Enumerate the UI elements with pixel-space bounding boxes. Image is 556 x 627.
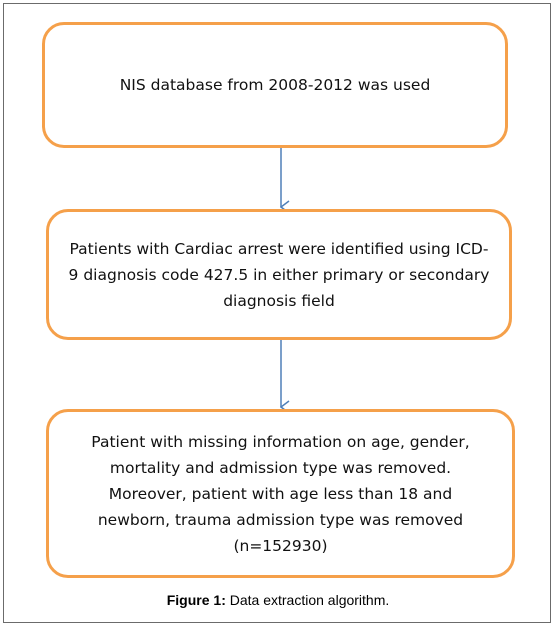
flow-step-1-box: NIS database from 2008-2012 was used bbox=[42, 22, 508, 148]
figure-frame bbox=[3, 3, 551, 623]
figure-caption-label: Figure 1: bbox=[166, 592, 226, 608]
flow-step-1-text: NIS database from 2008-2012 was used bbox=[119, 76, 431, 94]
figure-caption: Figure 1: Data extraction algorithm. bbox=[0, 592, 556, 608]
figure-caption-text: Data extraction algorithm. bbox=[225, 592, 390, 608]
flow-step-3-text: Patient with missing information on age,… bbox=[91, 432, 470, 555]
flow-step-3-box: Patient with missing information on age,… bbox=[46, 409, 515, 578]
flow-step-2-text: Patients with Cardiac arrest were identi… bbox=[68, 239, 490, 310]
flow-step-2-box: Patients with Cardiac arrest were identi… bbox=[46, 209, 512, 340]
